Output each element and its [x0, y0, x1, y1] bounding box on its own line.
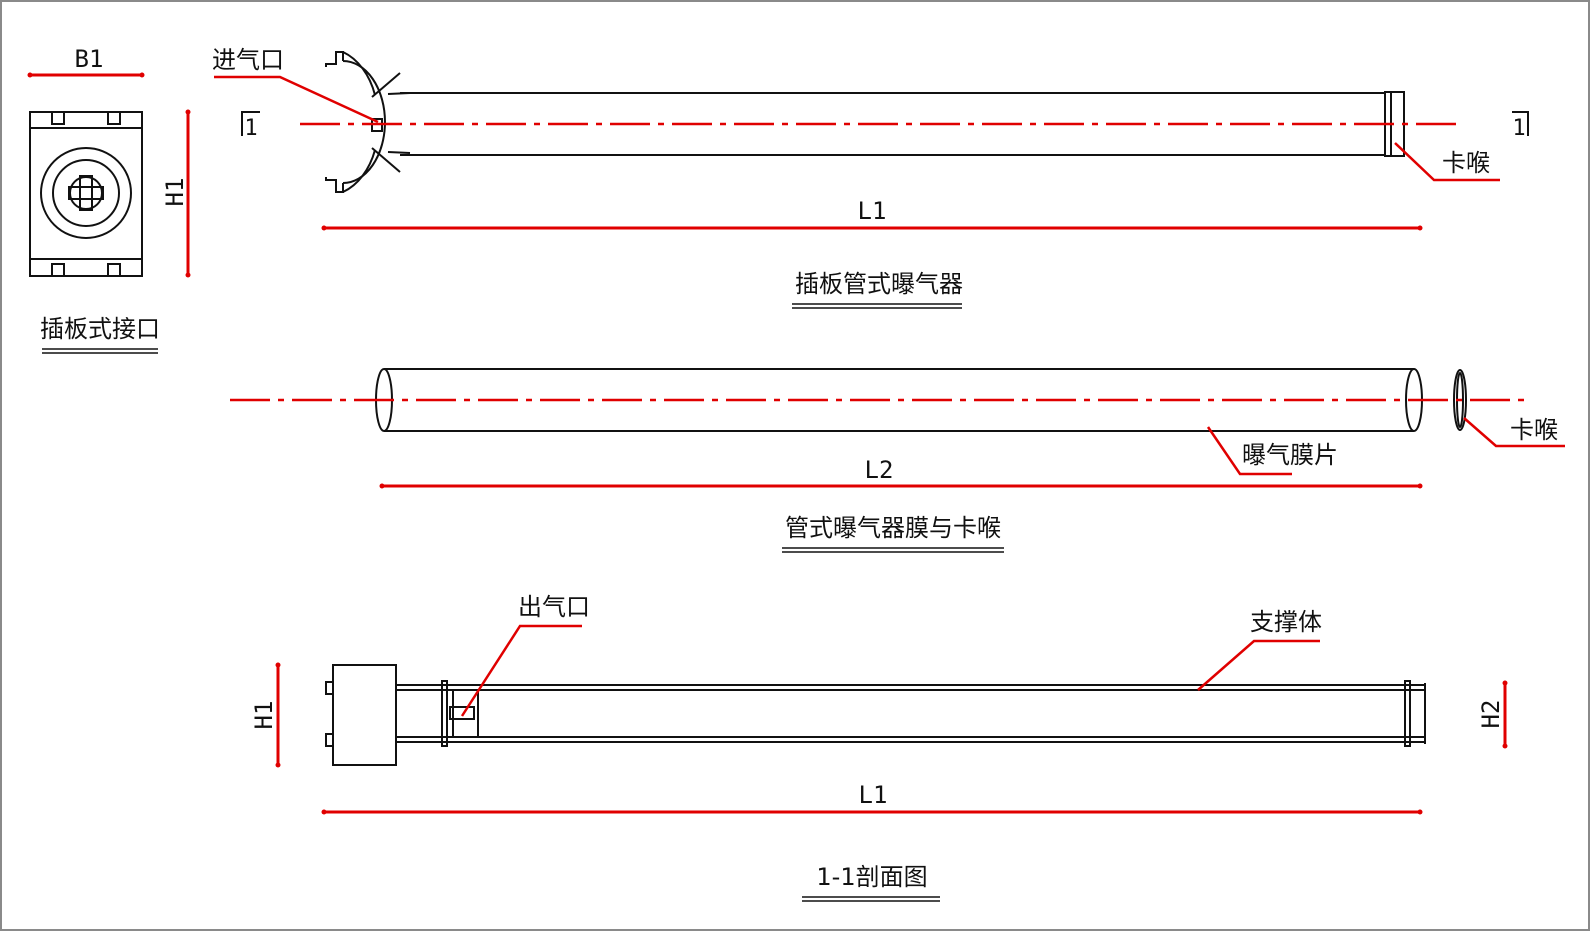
- section-mark-left-label: 1: [244, 116, 257, 141]
- section-right-height-dim-label: H2: [1477, 700, 1505, 729]
- section-length-dim-label: L1: [859, 781, 888, 809]
- clamp-callout-top: 卡喉: [1394, 142, 1500, 182]
- section-title: 1-1剖面图: [802, 863, 940, 902]
- membrane-title-text: 管式曝气器膜与卡喉: [785, 514, 1001, 542]
- section-mark-right: 1: [1512, 111, 1529, 141]
- interface-height-dim-label: H1: [161, 178, 189, 207]
- section-length-dimension: L1: [321, 781, 1423, 815]
- membrane-title: 管式曝气器膜与卡喉: [782, 514, 1004, 553]
- section-tube: [396, 680, 1426, 747]
- section-title-text: 1-1剖面图: [816, 863, 927, 891]
- diffuser-saddle: [325, 51, 411, 193]
- diffuser-title-text: 插板管式曝气器: [795, 270, 963, 298]
- membrane-length-dim-label: L2: [865, 456, 894, 484]
- interface-width-dimension: B1: [27, 45, 145, 78]
- section-mark-left: 1: [241, 111, 260, 141]
- interface-width-dim-label: B1: [75, 45, 104, 73]
- section-right-height-dimension: H2: [1477, 680, 1508, 749]
- membrane-view: 曝气膜片 卡喉 L2 管式曝气器膜与卡喉: [230, 368, 1565, 553]
- clamp-label-top: 卡喉: [1442, 149, 1490, 177]
- clamp-callout-middle: 卡喉: [1463, 416, 1565, 448]
- diffuser-length-dim-label: L1: [858, 197, 887, 225]
- clamp-label-middle: 卡喉: [1510, 416, 1558, 444]
- section-connector-block: [325, 664, 397, 766]
- interface-view: B1 H1 插板式接口: [27, 45, 191, 354]
- section-left-height-dim-label: H1: [250, 701, 278, 730]
- section-left-height-dimension: H1: [250, 662, 281, 768]
- outlet-label: 出气口: [518, 593, 590, 621]
- section-view: 出气口 支撑体 H1 H2 L1 1-1剖面图: [250, 593, 1508, 902]
- support-label: 支撑体: [1250, 608, 1322, 636]
- membrane-length-dimension: L2: [379, 456, 1423, 489]
- support-callout: 支撑体: [1197, 608, 1322, 691]
- inlet-callout: 进气口: [212, 46, 379, 124]
- diffuser-length-dimension: L1: [321, 197, 1423, 231]
- section-mark-right-label: 1: [1512, 116, 1525, 141]
- interface-title: 插板式接口: [40, 315, 160, 354]
- interface-height-dimension: H1: [161, 109, 191, 278]
- outlet-callout: 出气口: [460, 593, 590, 717]
- interface-title-text: 插板式接口: [40, 315, 160, 343]
- inlet-label: 进气口: [212, 46, 284, 74]
- diffuser-title: 插板管式曝气器: [792, 270, 963, 309]
- membrane-label: 曝气膜片: [1242, 441, 1338, 469]
- interface-body: [29, 111, 143, 277]
- membrane-callout: 曝气膜片: [1206, 426, 1338, 476]
- diffuser-view: 1 1 进气口 卡喉 L1 插板管式曝气器: [212, 46, 1529, 309]
